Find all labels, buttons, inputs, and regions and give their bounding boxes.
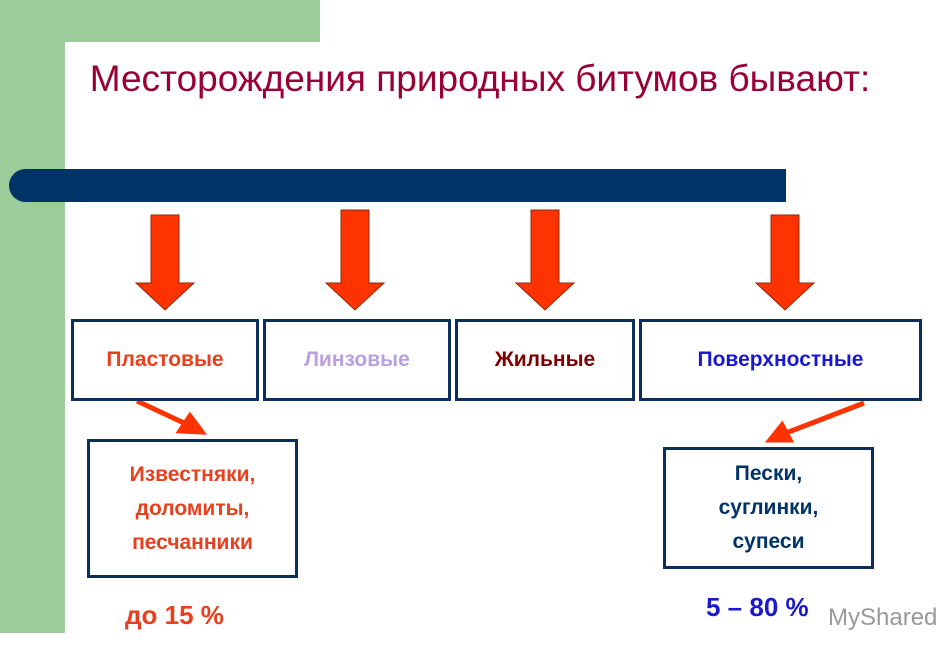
percent-right: 5 – 80 % <box>706 592 809 622</box>
arrow-head-icon <box>764 420 795 443</box>
type-box-zhilnye: Жильные <box>455 319 635 401</box>
header-bar <box>9 169 786 202</box>
arrow-down-icon <box>514 209 576 311</box>
arrow-head-icon <box>175 411 208 435</box>
arrows <box>134 209 865 443</box>
percent-left: до 15 % <box>125 600 224 630</box>
rocks-box-right: Пески, суглинки, супеси <box>663 447 874 569</box>
type-box-linzovye: Линзовые <box>263 319 451 401</box>
arrow-diagonal-icon <box>785 400 865 436</box>
arrow-down-icon <box>134 214 196 311</box>
type-box-plastovye: Пластовые <box>71 319 259 401</box>
arrow-diagonal-icon <box>135 398 188 427</box>
slide-title: Месторождения природных битумов бывают: <box>89 58 871 99</box>
watermark: MyShared <box>828 604 938 631</box>
green-strip-top <box>0 0 320 42</box>
rocks-box-left: Известняки, доломиты, песчанники <box>87 439 298 578</box>
green-strip-left <box>0 0 65 633</box>
arrow-down-icon <box>754 214 816 311</box>
slide-card <box>65 42 938 662</box>
arrow-down-icon <box>324 209 386 311</box>
type-box-poverkhnostnye: Поверхностные <box>639 319 922 401</box>
